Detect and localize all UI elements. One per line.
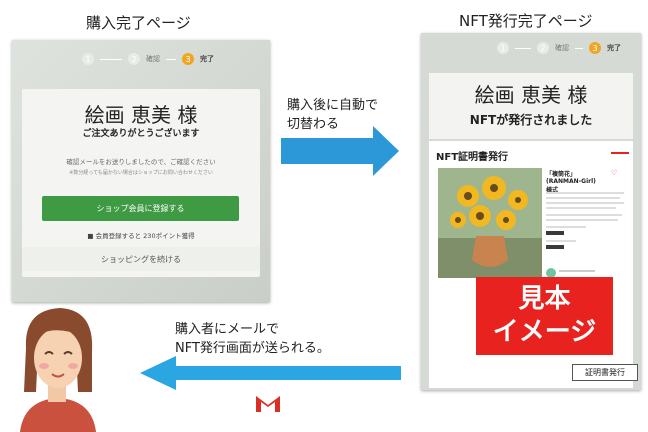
nft-header-card: 絵画 恵美 様 NFTが発行されました bbox=[429, 73, 633, 139]
step-2-dot: 2 bbox=[128, 53, 140, 65]
heart-icon[interactable]: ♡ bbox=[611, 169, 618, 177]
sample-line2: イメージ bbox=[492, 317, 597, 347]
cert-accent-line bbox=[611, 152, 629, 154]
issue-certificate-button[interactable]: 証明書発行 bbox=[572, 364, 638, 381]
nft-step-indicator: 1 2 確認 3 完了 bbox=[497, 42, 621, 54]
auto-switch-line2: 切替わる bbox=[287, 117, 340, 132]
sample-image-stamp: 見本 イメージ bbox=[476, 277, 613, 355]
step-2-label: 確認 bbox=[146, 55, 160, 63]
continue-shopping-button[interactable]: ショッピングを続ける bbox=[22, 247, 260, 271]
mail-notice-line1: 購入者にメールで bbox=[175, 322, 280, 337]
points-note-text: 会員登録すると 230ポイント獲得 bbox=[95, 232, 195, 240]
points-note: ■ 会員登録すると 230ポイント獲得 bbox=[22, 230, 260, 240]
customer-name: 絵画 恵美 様 bbox=[84, 103, 198, 127]
order-complete-card: 絵画 恵美 様 ご注文ありがとうございます 確認メールをお送りしましたので、ご確… bbox=[22, 89, 260, 277]
auto-switch-text: 購入後に自動で 切替わる bbox=[287, 96, 378, 134]
nft-complete-caption: NFT発行完了ページ bbox=[459, 12, 593, 30]
nft-step-2-label: 確認 bbox=[555, 44, 569, 52]
user-icon: ■ bbox=[87, 232, 96, 240]
confirm-mail-note: ※数分経っても届かない場合はショップにお問い合わせください bbox=[69, 170, 213, 176]
arrow-right-body bbox=[281, 138, 374, 164]
nft-step-3-label: 完了 bbox=[607, 44, 621, 52]
mail-notice-text: 購入者にメールで NFT発行画面が送られる。 bbox=[175, 320, 330, 358]
gmail-icon bbox=[256, 396, 280, 412]
mail-notice-line2: NFT発行画面が送られる。 bbox=[175, 341, 330, 356]
nft-title-line1: 「複筒花」(RANMAN-Girl) bbox=[546, 171, 596, 185]
step-indicator: 1 2 確認 3 完了 bbox=[82, 53, 214, 65]
step-1-dot: 1 bbox=[82, 53, 94, 65]
purchase-complete-caption: 購入完了ページ bbox=[86, 14, 191, 32]
cert-title: NFT証明書発行 bbox=[436, 152, 509, 163]
sample-line1: 見本 bbox=[518, 284, 571, 314]
nft-description-lines bbox=[546, 189, 626, 252]
purchase-complete-screenshot: 1 2 確認 3 完了 絵画 恵美 様 ご注文ありがとうございます 確認メールを… bbox=[12, 40, 270, 302]
nft-complete-screenshot: 1 2 確認 3 完了 絵画 恵美 様 NFTが発行されました NFT証明書発行 bbox=[421, 33, 641, 390]
arrow-left-head bbox=[140, 356, 176, 390]
nft-title-line2: 様式 bbox=[546, 187, 559, 194]
nft-title: 「複筒花」(RANMAN-Girl) 様式 bbox=[546, 169, 606, 194]
owner-avatar bbox=[546, 268, 556, 278]
nft-step-2-dot: 2 bbox=[537, 42, 549, 54]
register-member-button[interactable]: ショップ会員に登録する bbox=[42, 196, 239, 221]
nft-issued-message: NFTが発行されました bbox=[469, 113, 593, 127]
thanks-message: ご注文ありがとうございます bbox=[82, 129, 200, 139]
arrow-right-head bbox=[373, 126, 399, 176]
buyer-woman-avatar bbox=[20, 308, 96, 432]
step-3-dot: 3 bbox=[182, 53, 194, 65]
auto-switch-line1: 購入後に自動で bbox=[287, 98, 379, 113]
step-3-label: 完了 bbox=[200, 55, 214, 63]
nft-customer-name: 絵画 恵美 様 bbox=[474, 83, 588, 107]
arrow-left-body bbox=[176, 366, 401, 380]
nft-step-1-dot: 1 bbox=[497, 42, 509, 54]
nft-step-3-dot: 3 bbox=[589, 42, 601, 54]
sunflower-painting bbox=[438, 168, 542, 278]
confirm-mail-text: 確認メールをお送りしましたので、ご確認ください bbox=[66, 158, 216, 166]
owner-line bbox=[559, 270, 595, 272]
